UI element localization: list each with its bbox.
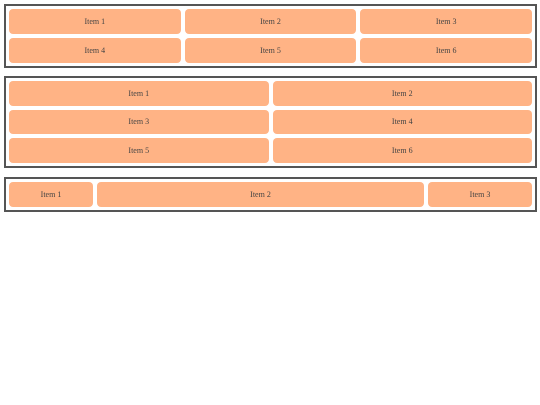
grid-item-5: Item 5 <box>184 38 357 63</box>
grid-container-uneven-columns: Item 1 Item 2 Item 3 <box>4 177 537 212</box>
grid-item-1: Item 1 <box>9 9 181 34</box>
grid-item-3: Item 3 <box>9 109 269 135</box>
grid-container-three-columns: Item 1 Item 2 Item 3 Item 4 Item 5 Item … <box>4 4 537 68</box>
grid-container-two-columns: Item 1 Item 2 Item 3 Item 4 Item 5 Item … <box>4 76 537 168</box>
grid-item-6: Item 6 <box>272 138 532 163</box>
grid-item-5: Item 5 <box>9 138 269 163</box>
grid-item-2: Item 2 <box>97 182 424 207</box>
grid-item-1: Item 1 <box>9 182 93 207</box>
grid-item-3: Item 3 <box>428 182 532 207</box>
grid-item-2: Item 2 <box>272 81 532 106</box>
grid-item-4: Item 4 <box>272 109 532 135</box>
grid-item-2: Item 2 <box>184 9 357 34</box>
grid-item-1: Item 1 <box>9 81 269 106</box>
grid-item-3: Item 3 <box>360 9 532 34</box>
grid-item-4: Item 4 <box>9 38 181 63</box>
grid-item-6: Item 6 <box>360 38 532 63</box>
